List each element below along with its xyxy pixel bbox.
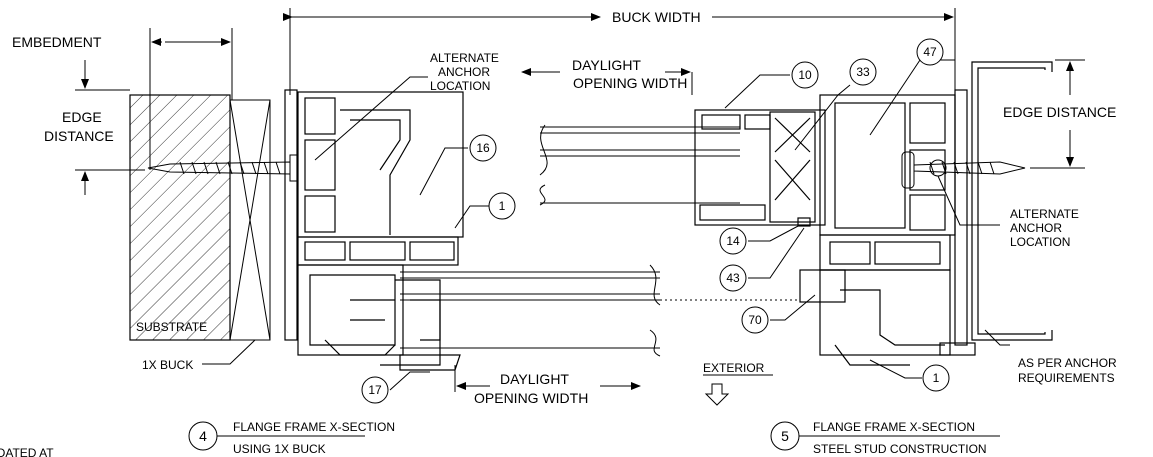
- frame-profile-right: [799, 89, 976, 366]
- daylight-top-dimension: [521, 68, 693, 95]
- alt-anchor-right-label-1: ALTERNATE: [1010, 207, 1079, 221]
- callout-43: 43: [726, 271, 740, 285]
- anchor-req-label-2: REQUIREMENTS: [1018, 371, 1115, 385]
- anchor-req-label-1: AS PER ANCHOR: [1018, 356, 1117, 370]
- screw-left: [147, 154, 299, 182]
- daylight-top-label-2: OPENING WIDTH: [573, 75, 687, 91]
- exterior-label: EXTERIOR: [703, 361, 765, 375]
- buck-1x: [229, 99, 271, 341]
- callout-47: 47: [923, 45, 937, 59]
- callout-10: 10: [798, 68, 812, 82]
- section-4-title: 4 FLANGE FRAME X-SECTION USING 1X BUCK: [188, 420, 395, 456]
- edge-distance-right-label: EDGE DISTANCE: [1003, 104, 1116, 120]
- embedment-label: EMBEDMENT: [12, 34, 102, 50]
- daylight-bottom-label-2: OPENING WIDTH: [474, 390, 588, 406]
- callout-circle-33: [849, 58, 877, 86]
- sash-profile-right: [694, 109, 826, 227]
- cut-off-note: OATED AT: [0, 446, 54, 457]
- section-4-number: 4: [199, 428, 207, 444]
- callout-circle-1-bottom: [922, 364, 950, 392]
- callout-1-top: 1: [499, 199, 506, 213]
- alt-anchor-left-label-1: ALTERNATE: [430, 51, 499, 65]
- leader-lines: [202, 59, 1010, 391]
- callout-numbers: 16 1 17 10 33 47 14 43 70 1: [368, 45, 939, 397]
- callout-circle-43: [719, 264, 747, 292]
- section-4-heading: FLANGE FRAME X-SECTION: [233, 420, 395, 434]
- edge-distance-right-dimension: [1030, 59, 1085, 169]
- callout-circle-47: [916, 38, 944, 66]
- edge-distance-left-label-2: DISTANCE: [44, 128, 114, 144]
- callout-circles: [361, 38, 950, 404]
- callout-16: 16: [476, 141, 490, 155]
- callout-14: 14: [726, 234, 740, 248]
- steel-stud: [971, 61, 1053, 341]
- callout-1-bottom: 1: [933, 371, 940, 385]
- substrate-label: SUBSTRATE: [136, 320, 207, 334]
- buck-width-label: BUCK WIDTH: [612, 9, 701, 25]
- callout-33: 33: [856, 65, 870, 79]
- section-5-subheading: STEEL STUD CONSTRUCTION: [813, 442, 987, 456]
- substrate-block: [129, 94, 231, 341]
- alt-anchor-right-label-2: ANCHOR: [1010, 221, 1062, 235]
- alt-anchor-left-label-2: ANCHOR: [438, 65, 490, 79]
- section-5-number: 5: [781, 428, 789, 444]
- callout-circle-10: [791, 61, 819, 89]
- alt-anchor-right-label-3: LOCATION: [1010, 235, 1070, 249]
- daylight-top-label-1: DAYLIGHT: [572, 57, 641, 73]
- buck-1x-label: 1X BUCK: [142, 358, 193, 372]
- daylight-bottom-dimension: [454, 365, 641, 392]
- edge-distance-left-label-1: EDGE: [62, 109, 102, 125]
- screw-right: [901, 151, 1026, 189]
- callout-circle-1-top: [488, 192, 516, 220]
- glazing-bottom-left: [400, 264, 800, 357]
- section-4-subheading: USING 1X BUCK: [233, 442, 326, 456]
- section-5-title: 5 FLANGE FRAME X-SECTION STEEL STUD CONS…: [770, 420, 1000, 456]
- exterior-arrow-icon: [704, 383, 730, 406]
- callout-circle-14: [719, 227, 747, 255]
- callout-70: 70: [748, 313, 762, 327]
- callout-circle-70: [741, 306, 769, 334]
- buck-width-dimension: [283, 8, 956, 95]
- frame-profile-left: [284, 89, 464, 371]
- callout-17: 17: [368, 383, 382, 397]
- callout-circle-16: [469, 134, 497, 162]
- section-5-heading: FLANGE FRAME X-SECTION: [813, 420, 975, 434]
- glazing-top: [539, 124, 740, 206]
- daylight-bottom-label-1: DAYLIGHT: [500, 371, 569, 387]
- callout-circle-17: [361, 376, 389, 404]
- alt-anchor-left-label-3: LOCATION: [430, 79, 490, 93]
